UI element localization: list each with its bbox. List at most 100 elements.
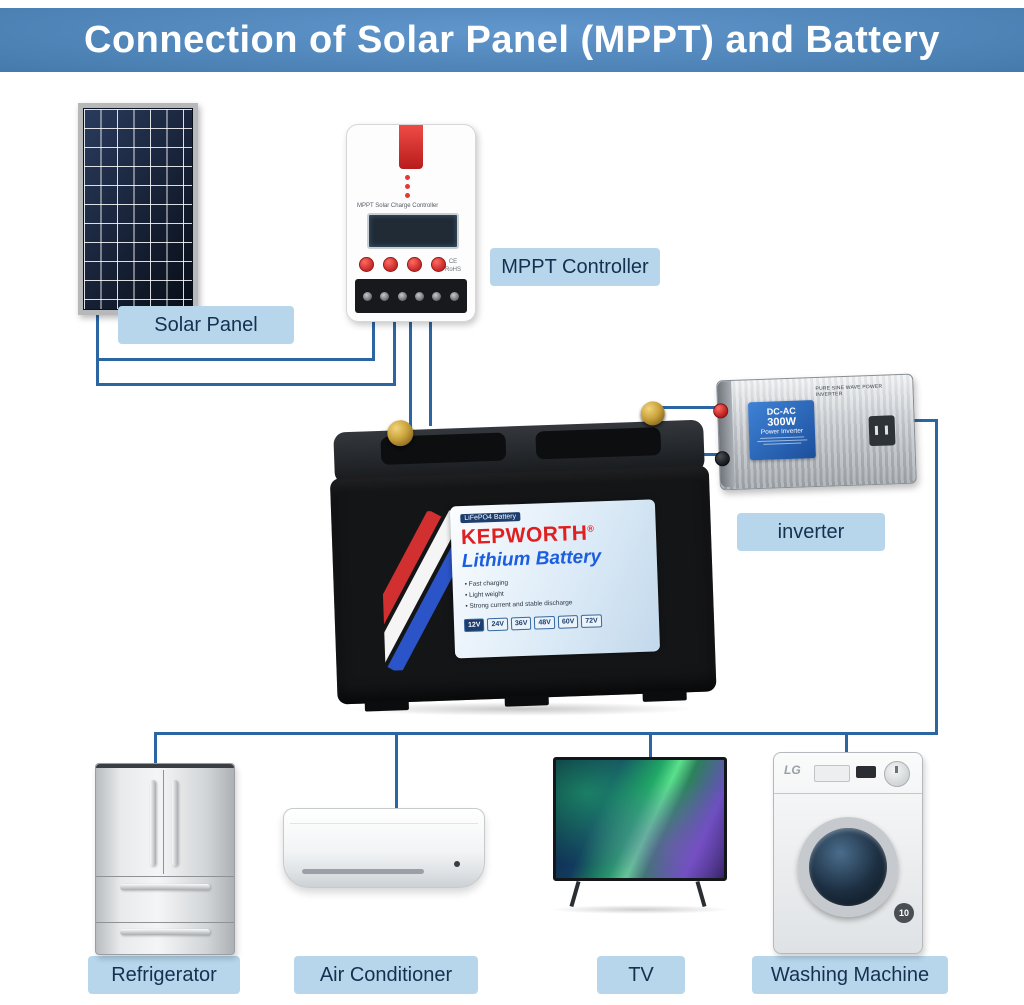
callout-text: Washing Machine bbox=[770, 963, 930, 986]
header-banner: Connection of Solar Panel (MPPT) and Bat… bbox=[0, 8, 1024, 72]
page-title: Connection of Solar Panel (MPPT) and Bat… bbox=[84, 18, 940, 61]
air-conditioner-image bbox=[283, 808, 485, 888]
mppt-button bbox=[359, 257, 374, 272]
fridge-handle-left bbox=[150, 780, 156, 866]
battery-front-label: LiFePO4 Battery KEPWORTH® Lithium Batter… bbox=[449, 499, 661, 659]
mppt-button bbox=[431, 257, 446, 272]
battery-voltage-options: 12V 24V 36V 48V 60V 72V bbox=[463, 612, 659, 633]
mppt-button bbox=[407, 257, 422, 272]
mppt-led-icon bbox=[405, 175, 410, 180]
solar-panel-image bbox=[78, 103, 198, 315]
washer-panel-seam bbox=[774, 793, 922, 794]
wire-solar-mppt-up1 bbox=[372, 320, 375, 361]
wire-mppt-battery-1 bbox=[409, 318, 412, 434]
ce-mark: CE bbox=[448, 259, 458, 265]
callout-text: inverter bbox=[777, 520, 845, 543]
callout-text: MPPT Controller bbox=[501, 255, 649, 278]
tv-leg-right bbox=[695, 880, 707, 908]
wire-solar-mppt-up2 bbox=[393, 320, 396, 386]
mppt-certification-marks: CE RoHS bbox=[445, 259, 461, 275]
terminal-screw-icon bbox=[449, 291, 459, 301]
inverter-name: Power Inverter bbox=[760, 427, 804, 436]
refrigerator-image bbox=[95, 763, 235, 955]
voltage-badge: 48V bbox=[534, 616, 556, 630]
mppt-lcd-display bbox=[367, 213, 459, 249]
wire-solar-mppt-h2 bbox=[96, 383, 396, 386]
solar-panel-cells bbox=[84, 109, 192, 309]
washing-machine-image: LG 10 bbox=[773, 752, 923, 954]
voltage-badge: 24V bbox=[487, 617, 509, 632]
voltage-badge: 72V bbox=[581, 614, 603, 629]
battery-foot bbox=[642, 690, 687, 702]
battery-shadow bbox=[345, 702, 695, 716]
washer-detergent-drawer bbox=[814, 765, 850, 782]
tv-image bbox=[549, 757, 731, 914]
mppt-led-icon bbox=[405, 193, 410, 198]
wire-solar-down bbox=[96, 303, 99, 386]
tv-screen-aurora bbox=[553, 757, 727, 881]
terminal-screw-icon bbox=[415, 291, 425, 301]
battery-feature-list: Fast charging Light weight Strong curren… bbox=[464, 572, 658, 612]
terminal-screw-icon bbox=[432, 291, 442, 301]
callout-inverter: inverter bbox=[737, 513, 885, 551]
washer-knob bbox=[884, 761, 910, 787]
rohs-mark: RoHS bbox=[445, 266, 462, 273]
washer-badge: 10 bbox=[894, 903, 914, 923]
callout-text: Solar Panel bbox=[154, 313, 258, 336]
wire-drop-air-conditioner bbox=[395, 732, 398, 811]
terminal-screw-icon bbox=[397, 291, 407, 301]
fridge-seam bbox=[96, 876, 234, 877]
registered-mark: ® bbox=[587, 523, 595, 534]
mppt-button bbox=[383, 257, 398, 272]
wire-battery-inverter-h2 bbox=[696, 453, 720, 456]
callout-air-conditioner: Air Conditioner bbox=[294, 956, 478, 994]
fridge-handle-right bbox=[172, 780, 178, 866]
battery-foot bbox=[364, 700, 409, 712]
ac-panel-seam bbox=[290, 823, 478, 824]
battery-product-name: Lithium Battery bbox=[461, 546, 602, 573]
fridge-drawer-handle bbox=[120, 929, 210, 935]
wire-appliance-bus bbox=[155, 732, 938, 735]
fine-print-line bbox=[760, 436, 805, 439]
wire-inverter-out-v bbox=[935, 419, 938, 735]
wire-inverter-out-h bbox=[908, 419, 938, 422]
tv-leg-left bbox=[569, 880, 581, 908]
mppt-controller-image: MPPT Solar Charge Controller CE RoHS bbox=[346, 124, 476, 322]
wire-solar-mppt-h1 bbox=[96, 358, 375, 361]
fridge-top-trim bbox=[96, 764, 234, 768]
washer-display bbox=[856, 766, 876, 778]
brand-text: KEPWORTH bbox=[460, 521, 588, 550]
battery-chemistry-label: LiFePO4 Battery bbox=[460, 512, 521, 524]
battery-foot bbox=[504, 695, 549, 707]
callout-solar-panel: Solar Panel bbox=[118, 306, 294, 344]
terminal-screw-icon bbox=[363, 291, 373, 301]
callout-text: TV bbox=[628, 963, 654, 986]
callout-refrigerator: Refrigerator bbox=[88, 956, 240, 994]
inverter-ac-outlet bbox=[868, 415, 896, 447]
fine-print-line bbox=[763, 442, 802, 445]
voltage-badge: 60V bbox=[557, 615, 579, 629]
voltage-badge: 12V bbox=[463, 618, 485, 633]
washer-door bbox=[798, 817, 898, 917]
mppt-led-icon bbox=[405, 184, 410, 189]
callout-tv: TV bbox=[597, 956, 685, 994]
mppt-red-stripe bbox=[399, 125, 423, 169]
terminal-screw-icon bbox=[380, 291, 390, 301]
fridge-seam bbox=[96, 922, 234, 923]
ac-air-vent bbox=[302, 869, 424, 874]
tv-shadow bbox=[549, 905, 731, 914]
ac-indicator-icon bbox=[454, 861, 460, 867]
inverter-label: DC-AC 300W Power Inverter bbox=[747, 400, 816, 461]
fridge-drawer-handle bbox=[120, 884, 210, 890]
callout-washing-machine: Washing Machine bbox=[752, 956, 948, 994]
wire-drop-tv bbox=[649, 732, 652, 760]
mppt-terminal-block bbox=[355, 279, 467, 313]
washer-brand-logo: LG bbox=[784, 763, 801, 777]
callout-mppt-controller: MPPT Controller bbox=[490, 248, 660, 286]
fridge-door-split bbox=[163, 770, 164, 874]
wire-drop-washing-machine bbox=[845, 732, 848, 755]
callout-text: Refrigerator bbox=[111, 963, 217, 986]
wire-mppt-battery-2 bbox=[429, 318, 432, 426]
callout-text: Air Conditioner bbox=[319, 963, 453, 986]
